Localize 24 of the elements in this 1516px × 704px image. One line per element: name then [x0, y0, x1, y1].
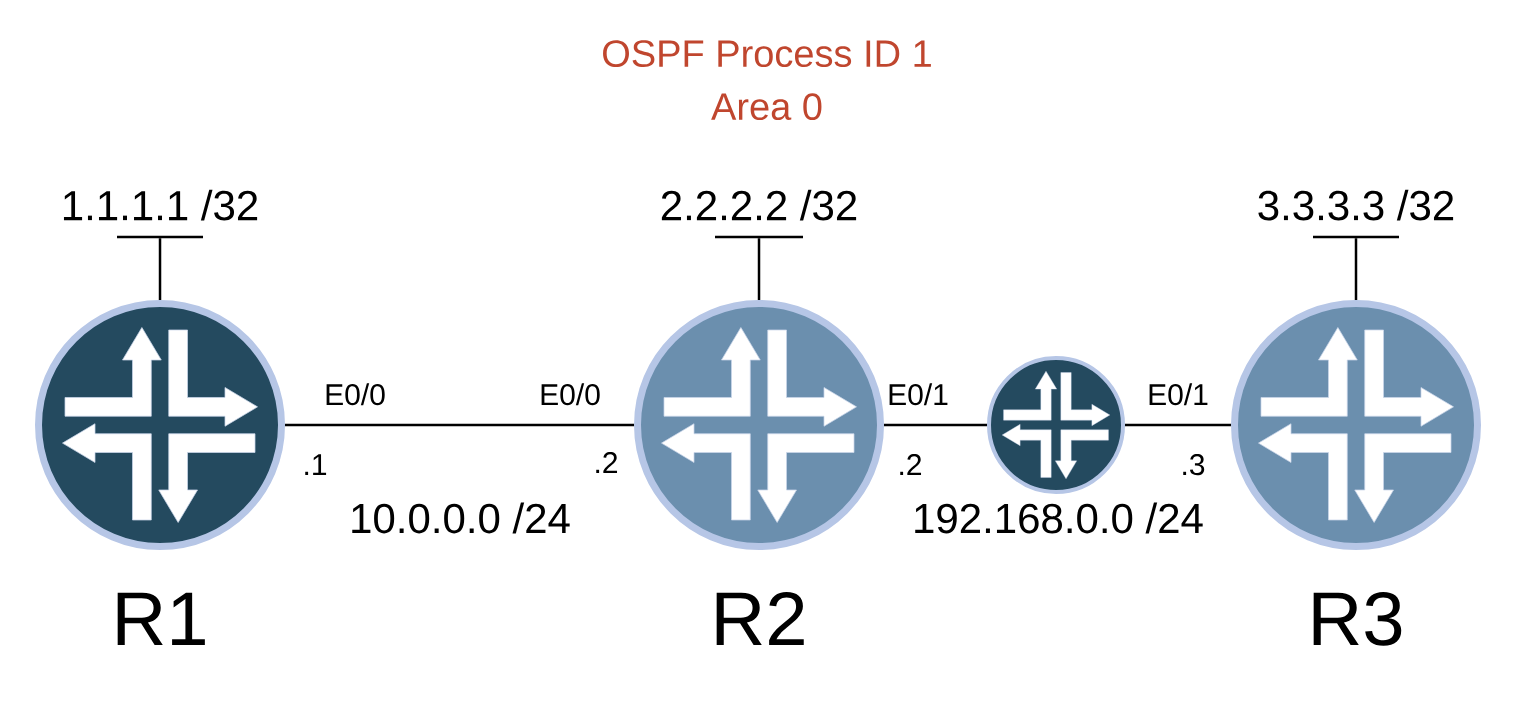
host-address: .2	[900, 454, 921, 475]
port-label: E0/1	[889, 383, 948, 406]
link-line	[285, 423, 634, 427]
stub-line	[757, 238, 761, 300]
router-label: R2	[716, 591, 804, 645]
stub-line	[1354, 238, 1358, 300]
router-label: R1	[117, 592, 205, 645]
address-label: 2.2.2.2 /32	[661, 189, 857, 221]
router-label: R3	[1313, 591, 1402, 646]
host-address: .3	[1183, 454, 1205, 476]
link-line	[884, 423, 987, 427]
host-address: .2	[596, 452, 617, 473]
link-line	[1125, 423, 1231, 427]
stub-line	[158, 238, 162, 300]
subnet-label: 192.168.0.0 /24	[915, 502, 1203, 534]
port-label: E0/0	[326, 383, 385, 406]
address-label: 3.3.3.3 /32	[1258, 189, 1454, 221]
port-label: E0/1	[1149, 383, 1208, 406]
host-address: .1	[305, 454, 327, 475]
subnet-label: 10.0.0.0 /24	[352, 502, 570, 534]
port-label: E0/0	[541, 383, 600, 406]
address-label: 1.1.1.1 /32	[63, 189, 258, 221]
title: OSPF Process ID 1 Area 0	[603, 40, 931, 121]
router-icon	[987, 356, 1125, 494]
